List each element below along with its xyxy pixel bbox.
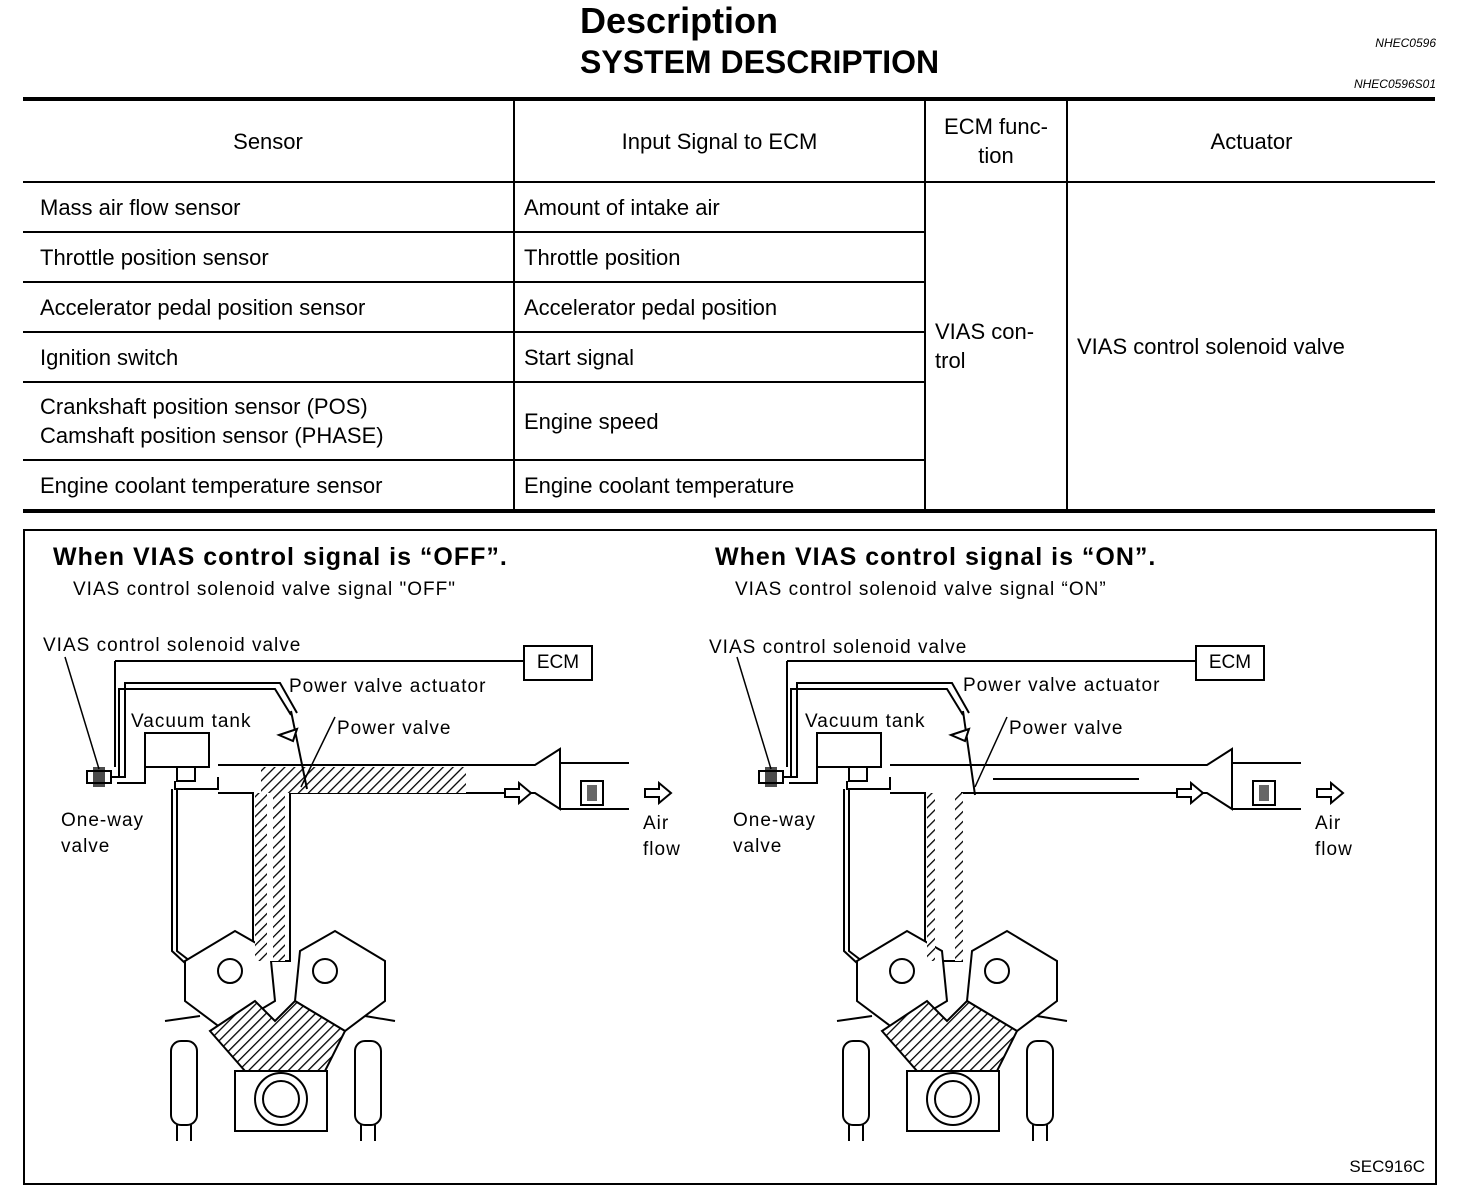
sensor-cell: Accelerator pedal position sensor [23,282,514,333]
subsection-code: NHEC0596S01 [1353,77,1436,91]
header-actuator: Actuator [1066,99,1435,183]
off-power-valve-label: Power valve [337,718,452,739]
sensor-cell: Mass air flow sensor [23,182,514,233]
on-title: When VIAS control signal is “ON”. [715,543,1157,571]
table-row: Engine coolant temperature sensor Engine… [23,460,1435,511]
on-power-valve-label: Power valve [1009,718,1124,739]
table-row: Accelerator pedal position sensor Accele… [23,282,1435,333]
table-header-row: Sensor Input Signal to ECM ECM func- tio… [23,99,1435,183]
header-sensor: Sensor [23,99,514,183]
actuator-cell: VIAS control solenoid valve [1066,182,1435,511]
off-one-way-valve-label: One-way valve [61,810,145,857]
signal-cell: Engine speed [513,382,925,461]
system-table: Sensor Input Signal to ECM ECM func- tio… [23,97,1435,513]
table-row: Mass air flow sensor Amount of intake ai… [23,182,1435,511]
sensor-cell: Ignition switch [23,332,514,383]
ecm-function-cell: VIAS con- trol [924,182,1067,511]
vias-diagram: When VIAS control signal is “OFF”. VIAS … [23,529,1437,1185]
off-subtitle: VIAS control solenoid valve signal "OFF" [73,579,456,600]
sensor-cell: Crankshaft position sensor (POS) Camshaf… [23,382,514,461]
off-air-flow-label: Air flow [643,813,681,860]
on-subtitle: VIAS control solenoid valve signal “ON” [735,579,1107,600]
on-ecm-box: ECM [1195,645,1265,681]
figure-code: SEC916C [1349,1157,1425,1176]
section-code: NHEC0596 [1375,36,1436,50]
signal-cell: Throttle position [513,232,925,283]
table-row: Crankshaft position sensor (POS) Camshaf… [23,382,1435,461]
engine-illustration [64,656,1344,1142]
table-row: Throttle position sensor Throttle positi… [23,232,1435,283]
signal-cell: Engine coolant temperature [513,460,925,511]
off-ecm-box: ECM [523,645,593,681]
on-one-way-valve-label: One-way valve [733,810,817,857]
on-air-flow-label: Air flow [1315,813,1353,860]
sensor-cell: Engine coolant temperature sensor [40,472,383,498]
signal-cell: Amount of intake air [513,182,925,233]
sensor-cell: Throttle position sensor [23,232,514,283]
off-solenoid-label: VIAS control solenoid valve [43,635,302,656]
on-actuator-label: Power valve actuator [963,675,1161,696]
on-vacuum-tank-label: Vacuum tank [805,711,926,732]
header-ecm-function: ECM func- tion [924,99,1067,183]
off-title: When VIAS control signal is “OFF”. [53,543,508,571]
page-title: Description [580,0,779,41]
off-vacuum-tank-label: Vacuum tank [131,711,252,732]
on-solenoid-label: VIAS control solenoid valve [709,637,968,658]
table-row: Ignition switch Start signal [23,332,1435,383]
off-actuator-label: Power valve actuator [289,676,487,697]
section-title: SYSTEM DESCRIPTION [580,44,940,80]
header-input-signal: Input Signal to ECM [513,99,925,183]
signal-cell: Accelerator pedal position [513,282,925,333]
signal-cell: Start signal [513,332,925,383]
